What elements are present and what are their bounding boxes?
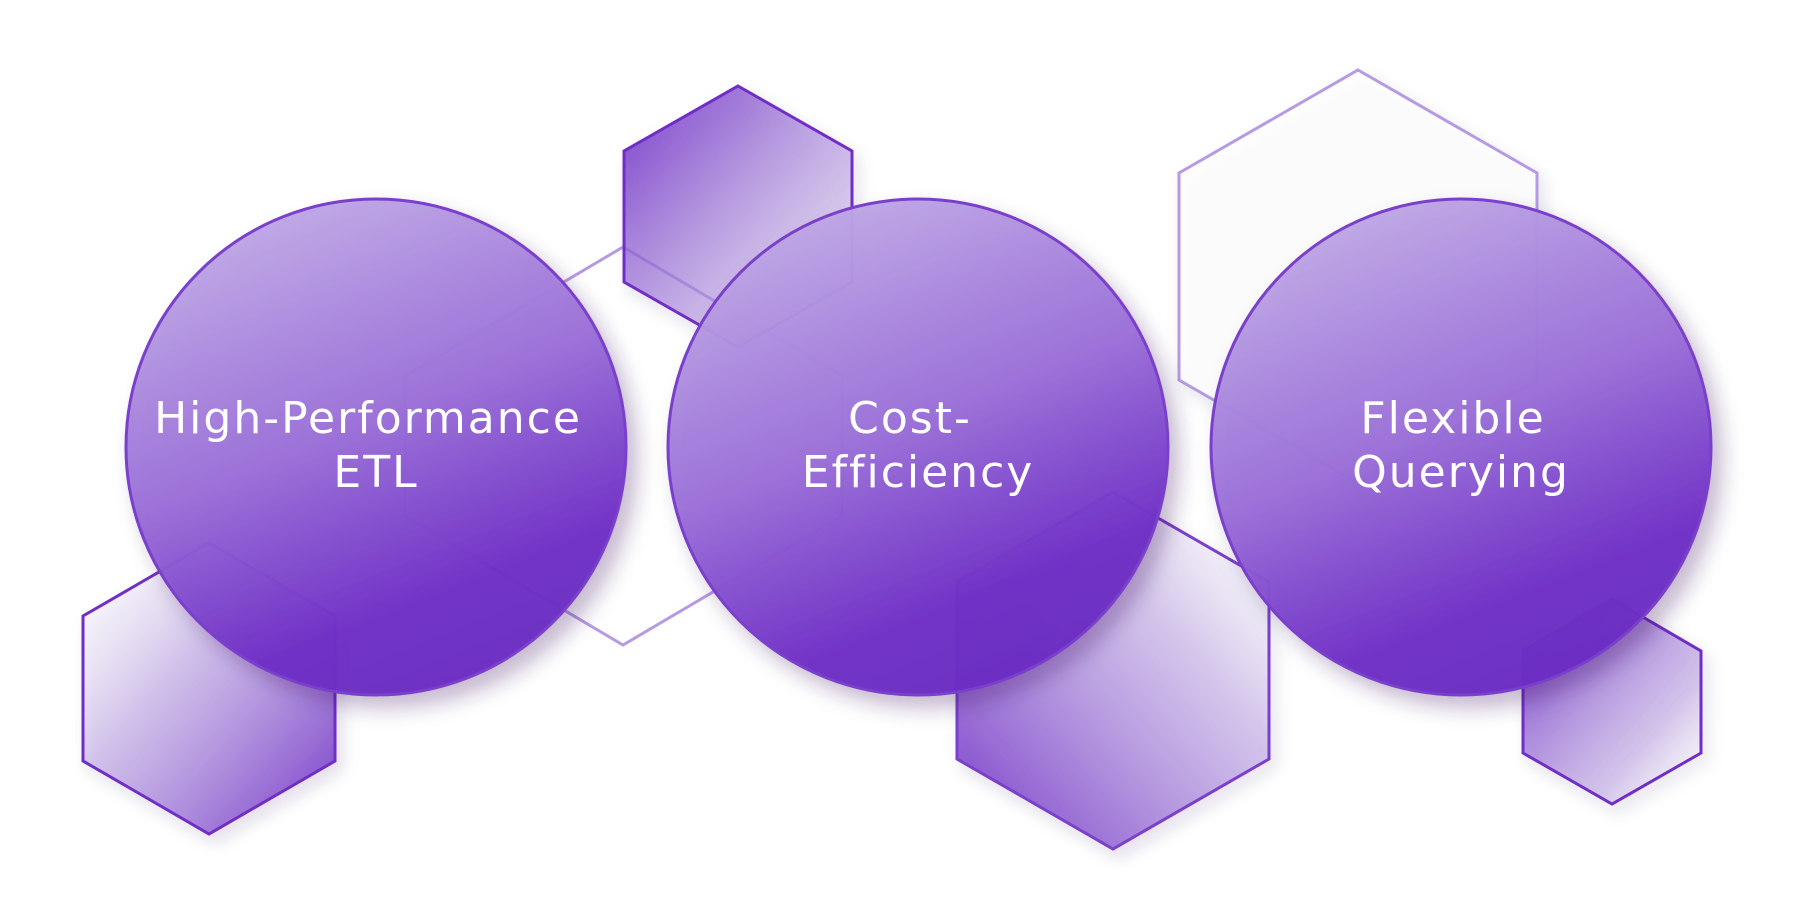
circle-shape xyxy=(1209,197,1713,697)
circle-label-line-1: Flexible xyxy=(1360,393,1545,444)
circle-shape xyxy=(666,197,1170,697)
circle-label-line-2: ETL xyxy=(333,447,418,498)
circle-label-line-1: Cost- xyxy=(848,393,972,444)
feature-circles: High-Performance ETL Cost- Efficiency Fl… xyxy=(124,197,1713,697)
circle-label: Cost- Efficiency xyxy=(802,393,1035,498)
circle-label-line-1: High-Performance xyxy=(154,393,582,444)
circle-cost-efficiency: Cost- Efficiency xyxy=(666,197,1170,697)
circle-label: High-Performance ETL xyxy=(154,393,598,498)
circle-label: Flexible Querying xyxy=(1352,393,1570,498)
circle-high-performance-etl: High-Performance ETL xyxy=(124,197,628,697)
circle-flexible-querying: Flexible Querying xyxy=(1209,197,1713,697)
circle-label-line-2: Efficiency xyxy=(802,447,1035,498)
circle-label-line-2: Querying xyxy=(1352,447,1570,498)
circle-shape xyxy=(124,197,628,697)
